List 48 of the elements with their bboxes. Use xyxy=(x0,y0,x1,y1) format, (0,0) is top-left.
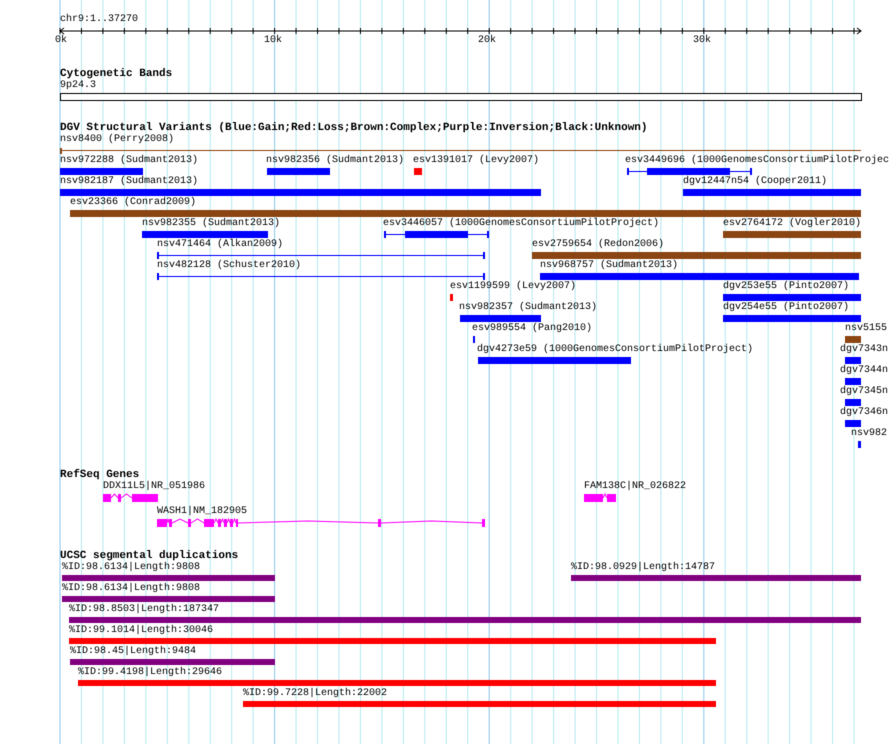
variant-label: dgv7346n xyxy=(840,407,888,419)
variant-label: nsv8400 (Perry2008) xyxy=(60,134,174,146)
gene-label: DDX11L5|NR_051986 xyxy=(103,481,206,493)
variant-label: dgv253e55 (Pinto2007) xyxy=(723,281,850,293)
duplication-label: %ID:99.4198|Length:29646 xyxy=(78,667,222,679)
variant-label: esv3446057 (1000GenomesConsortiumPilotProject) xyxy=(383,218,660,230)
duplication-label: %ID:99.1014|Length:30046 xyxy=(69,625,214,637)
coordinate-label: 9p24.3 xyxy=(60,80,96,92)
duplication-label: %ID:99.7228|Length:22002 xyxy=(243,688,388,700)
axis-tick-label: 0k xyxy=(55,35,68,47)
axis-tick-label: 30k xyxy=(693,35,712,47)
variant-label: nsv982355 (Sudmant2013) xyxy=(142,218,280,230)
variant-label: nsv982 xyxy=(851,428,888,440)
track-title: DGV Structural Variants (Blue:Gain;Red:Loss;Brown:Complex;Purple:Inversion;Black:Unknown) xyxy=(60,122,648,134)
duplication-label: %ID:98.45|Length:9484 xyxy=(70,646,196,658)
variant-label: nsv982356 (Sudmant2013) xyxy=(266,155,404,167)
variant-label: esv2759654 (Redon2006) xyxy=(532,239,664,251)
coordinate-label: chr9:1..37270 xyxy=(60,14,138,26)
track-title: UCSC segmental duplications xyxy=(60,550,238,562)
variant-label: nsv471464 (Alkan2009) xyxy=(157,239,284,251)
variant-label: esv2764172 (Vogler2010) xyxy=(723,218,862,230)
variant-label: esv23366 (Conrad2009) xyxy=(70,197,196,209)
variant-label: dgv12447n54 (Cooper2011) xyxy=(683,176,828,188)
variant-label: nsv968757 (Sudmant2013) xyxy=(540,260,678,272)
axis-tick-label: 20k xyxy=(478,35,496,47)
variant-label: dgv7344n xyxy=(840,365,888,377)
variant-label: dgv7343n xyxy=(840,344,888,356)
variant-label: nsv972288 (Sudmant2013) xyxy=(60,155,198,167)
variant-label: nsv982357 (Sudmant2013) xyxy=(459,302,598,314)
variant-label: esv1391017 (Levy2007) xyxy=(413,155,540,167)
variant-label: nsv5155 xyxy=(845,323,888,335)
duplication-label: %ID:98.6134|Length:9808 xyxy=(62,583,200,595)
variant-label: esv989554 (Pang2010) xyxy=(472,323,592,335)
duplication-label: %ID:98.8503|Length:187347 xyxy=(69,604,220,616)
track-title: Cytogenetic Bands xyxy=(60,68,172,80)
duplication-label: %ID:98.0929|Length:14787 xyxy=(571,562,716,574)
variant-label: esv3449696 (1000GenomesConsortiumPilotProjec xyxy=(625,155,890,167)
variant-label: dgv254e55 (Pinto2007) xyxy=(723,302,850,314)
variant-label: dgv7345n xyxy=(840,386,888,398)
gene-label: FAM138C|NR_026822 xyxy=(584,481,686,493)
axis-tick-label: 10k xyxy=(264,35,282,47)
gene-label: WASH1|NM_182905 xyxy=(157,506,248,518)
duplication-label: %ID:98.6134|Length:9808 xyxy=(62,562,200,574)
variant-label: nsv982187 (Sudmant2013) xyxy=(60,176,198,188)
variant-label: esv1199599 (Levy2007) xyxy=(450,281,576,293)
variant-label: nsv482128 (Schuster2010) xyxy=(157,260,302,272)
variant-label: dgv4273e59 (1000GenomesConsortiumPilotProject) xyxy=(477,344,754,356)
track-title: RefSeq Genes xyxy=(60,469,140,481)
